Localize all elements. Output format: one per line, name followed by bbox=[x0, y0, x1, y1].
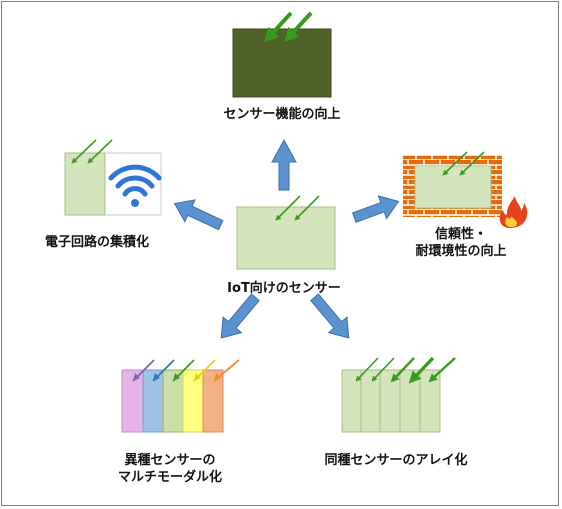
label-integration: 電子回路の集積化 bbox=[44, 235, 149, 250]
light-arrow-icon bbox=[355, 356, 456, 384]
arrow-right bbox=[351, 195, 400, 223]
label-reliability: 信頼性・ 耐環境性の向上 bbox=[393, 226, 529, 260]
light-arrow-icon bbox=[264, 11, 313, 43]
label-iot-sensor: IoT向けのセンサー bbox=[227, 281, 341, 296]
light-arrow-icon bbox=[442, 151, 485, 176]
multimodal-sensors bbox=[121, 359, 240, 433]
wifi-icon bbox=[108, 164, 162, 207]
arrow-down-left bbox=[220, 293, 260, 339]
block-arrows bbox=[173, 138, 400, 339]
arrow-left bbox=[173, 199, 224, 231]
label-reliability-line2: 耐環境性の向上 bbox=[415, 244, 507, 259]
light-arrow-icon bbox=[132, 359, 240, 382]
label-enhanced-function: センサー機能の向上 bbox=[223, 107, 341, 122]
arrow-down-right bbox=[310, 293, 350, 339]
enhanced-sensor bbox=[232, 11, 332, 98]
integrated-sensor bbox=[64, 139, 162, 216]
label-array: 同種センサーのアレイ化 bbox=[324, 453, 468, 468]
light-arrow-icon bbox=[275, 195, 320, 221]
robust-sensor bbox=[403, 151, 528, 228]
label-multimodal-line2: マルチモーダル化 bbox=[117, 470, 222, 485]
label-multimodal: 異種センサーの マルチモーダル化 bbox=[95, 452, 245, 486]
light-arrow-icon bbox=[71, 139, 113, 164]
label-multimodal-line1: 異種センサーの bbox=[124, 453, 216, 468]
arrow-up bbox=[271, 138, 297, 191]
sensor-array bbox=[341, 356, 456, 433]
fire-icon bbox=[499, 196, 528, 228]
label-reliability-line1: 信頼性・ bbox=[434, 227, 487, 242]
iot-sensor bbox=[236, 195, 336, 270]
